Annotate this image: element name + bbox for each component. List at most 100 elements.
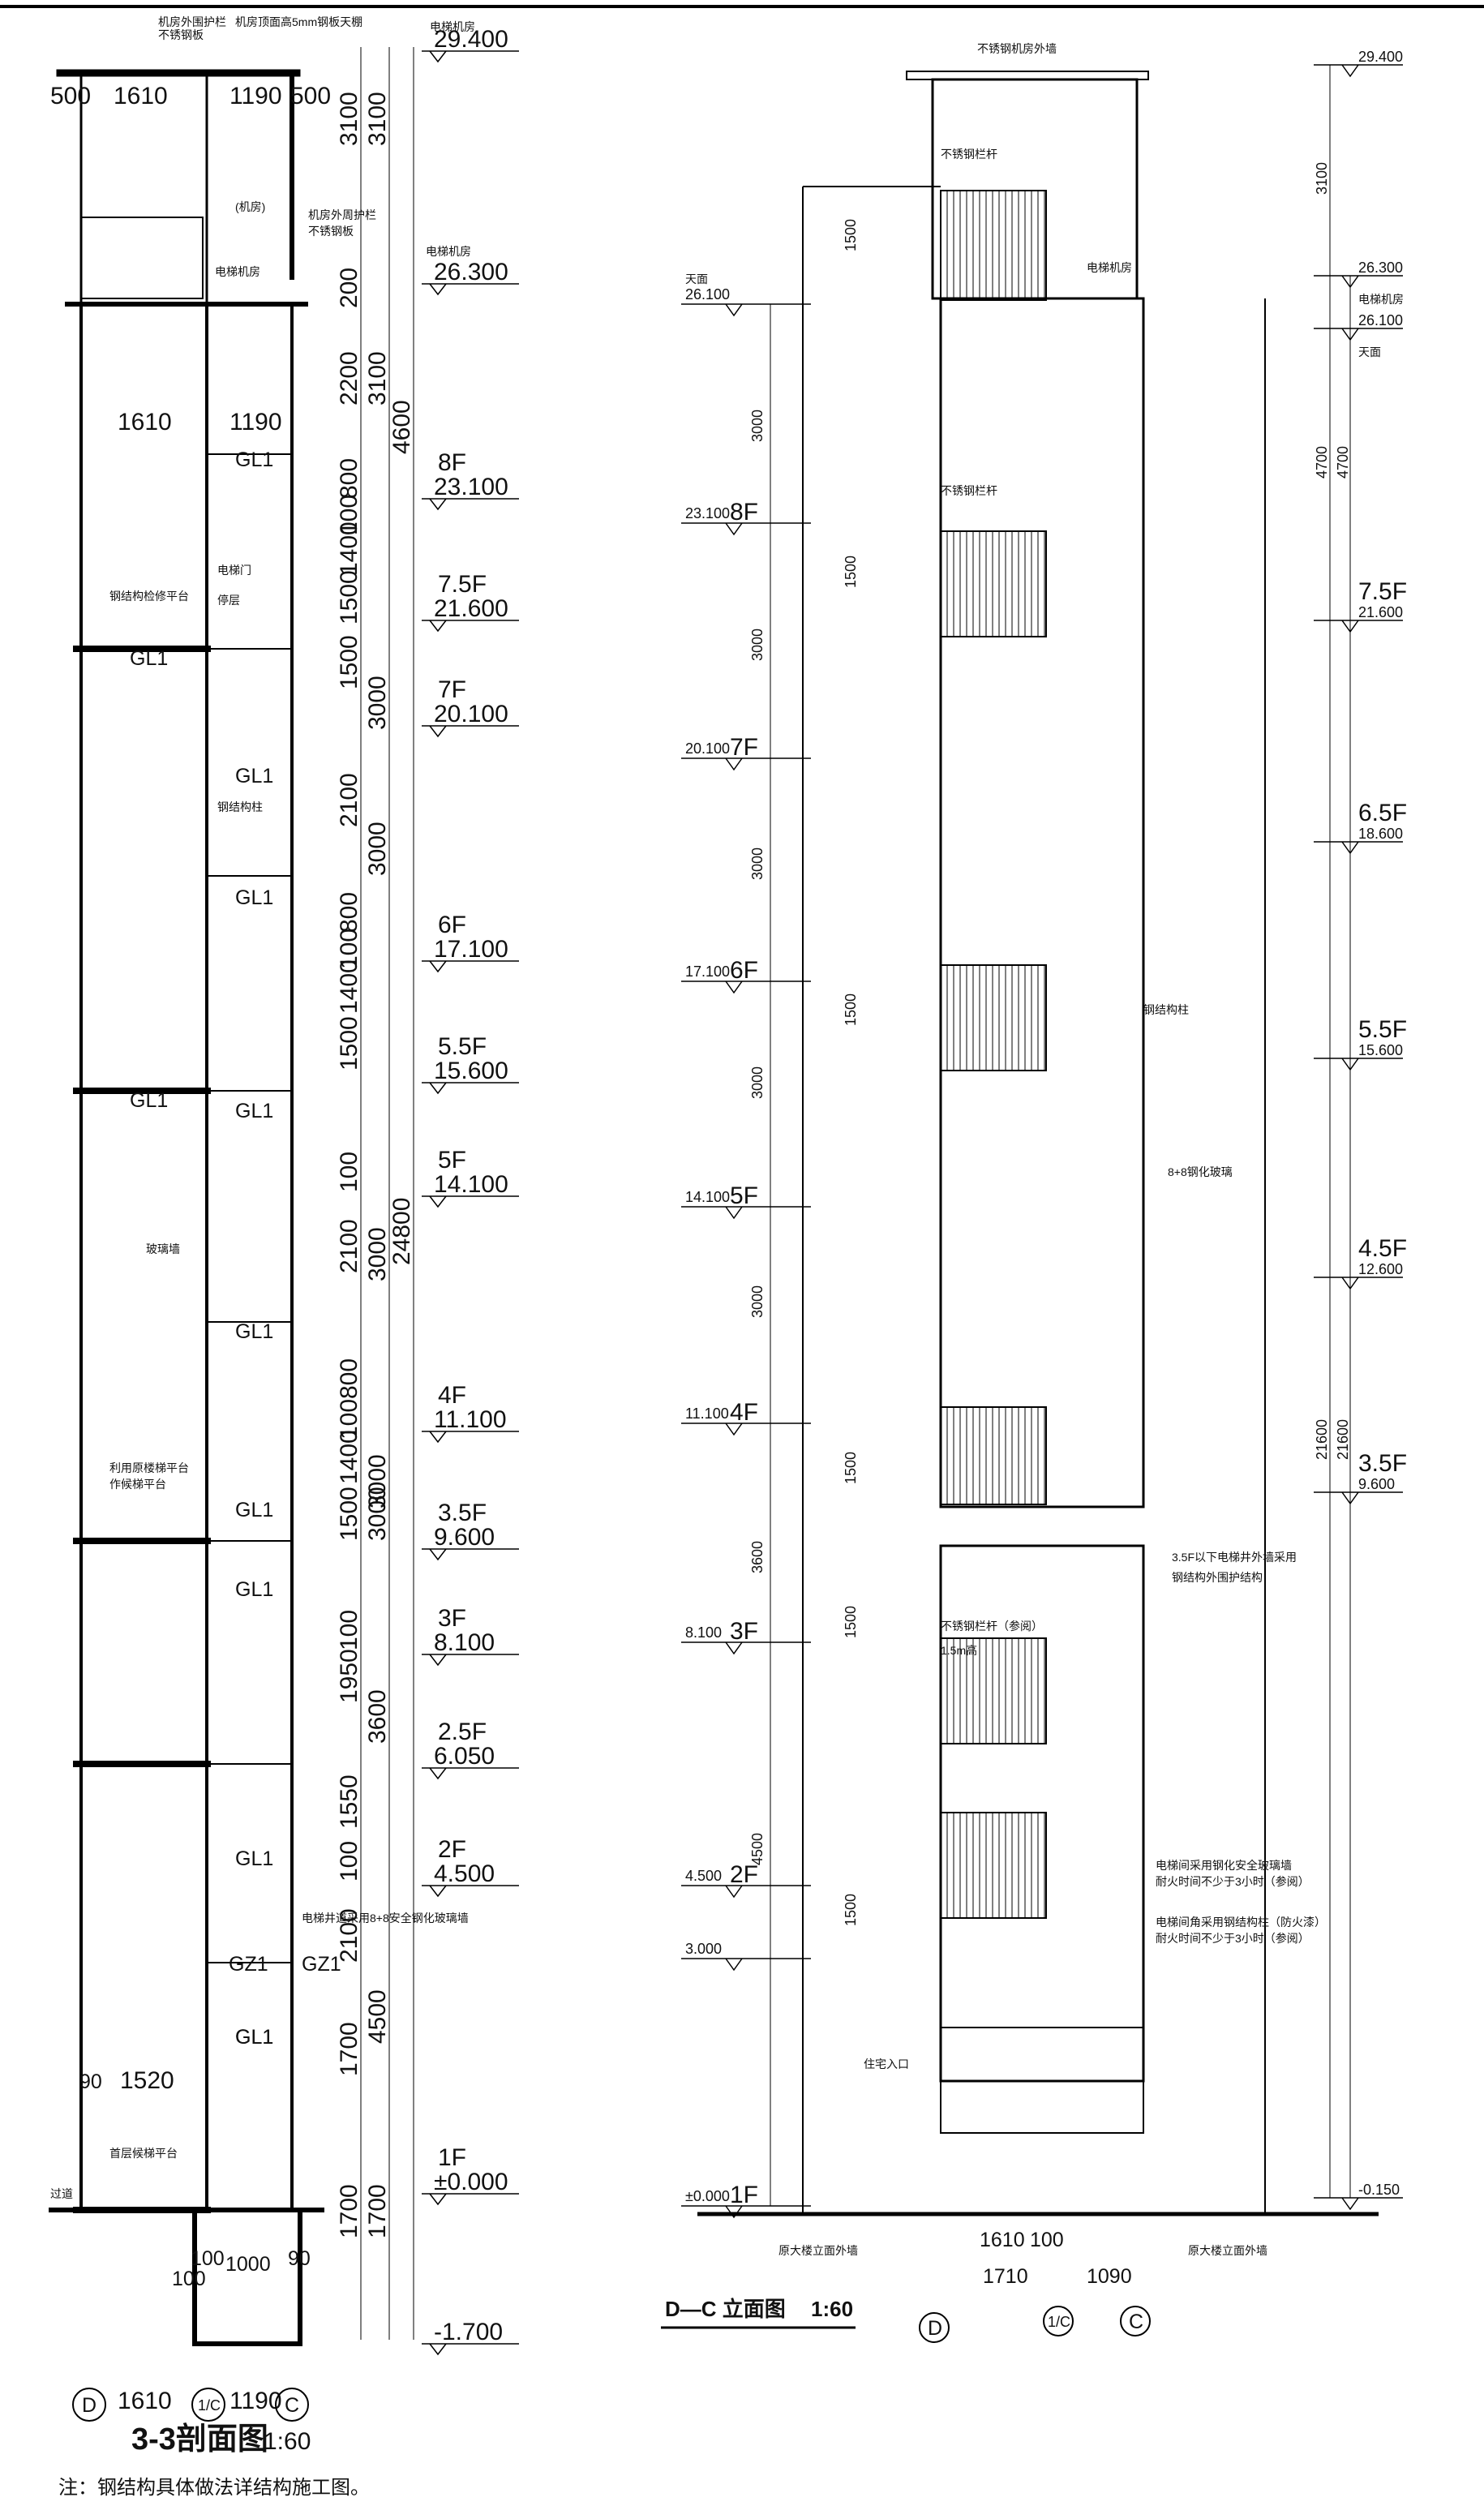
section-level-floor: 7F bbox=[438, 676, 466, 703]
section-dim: 3100 bbox=[336, 92, 362, 146]
elev-note-text: 电梯间采用钢化安全玻璃墙 bbox=[1156, 1859, 1292, 1872]
section-top-note: 不锈钢板 bbox=[158, 28, 204, 41]
elev-note-text: 3.5F以下电梯井外墙采用 bbox=[1172, 1551, 1297, 1564]
elev-level-left-floor: 7F bbox=[730, 734, 758, 761]
section-level-floor: 1F bbox=[438, 2144, 466, 2171]
pit-dim-4: 100 bbox=[172, 2268, 206, 2290]
section-level-elev: 8.100 bbox=[434, 1629, 495, 1656]
elev-dim-railing: 1500 bbox=[843, 1452, 859, 1484]
lower-dim-2: 1520 bbox=[120, 2067, 174, 2094]
elev-level-left-floor: 3F bbox=[730, 1618, 758, 1645]
section-level-floor: 8F bbox=[438, 449, 466, 476]
elevation-railings bbox=[940, 190, 1144, 2134]
top-dim-1: 500 bbox=[50, 83, 91, 109]
lower-dim-1: 90 bbox=[79, 2070, 102, 2093]
elev-level-right-floor: 4.5F bbox=[1358, 1235, 1407, 1262]
section-title-block: 3-3剖面图 1:60 注：钢结构具体做法详结构施工图。 bbox=[58, 2422, 370, 2499]
elev-level-left-floor: 6F bbox=[730, 957, 758, 984]
elev-note-text: 原大楼立面外墙 bbox=[778, 2244, 858, 2257]
elevation-dimension-chain: 3000300030003000300036004500150015001500… bbox=[749, 65, 1351, 2206]
elev-level-right-elev: 15.600 bbox=[1358, 1042, 1403, 1058]
section-dim: 100 bbox=[336, 929, 362, 969]
section-dim: 1400 bbox=[336, 959, 362, 1014]
section-level-floor: 2.5F bbox=[438, 1719, 487, 1745]
section-note-text: 过道 bbox=[50, 2187, 73, 2200]
section-level-tag: 29.400 bbox=[422, 26, 519, 63]
section-member-label: GL1 bbox=[235, 765, 273, 787]
section-title: 3-3剖面图 bbox=[131, 2422, 268, 2457]
pit-dim-3: 90 bbox=[288, 2247, 311, 2270]
elev-level-right-floor: 5.5F bbox=[1358, 1016, 1407, 1043]
elev-level-left-elev: 17.100 bbox=[685, 963, 730, 980]
elev-level-right-note: 电梯机房 bbox=[1358, 293, 1404, 306]
section-level-elev: 17.100 bbox=[434, 936, 508, 963]
upper-dim-2: 1190 bbox=[229, 409, 282, 436]
elev-dim-right: 4700 bbox=[1314, 446, 1330, 478]
elev-dim-left: 3000 bbox=[749, 1066, 766, 1099]
elev-level-right-elev: 29.400 bbox=[1358, 49, 1403, 65]
elev-level-right-elev: 26.300 bbox=[1358, 260, 1403, 276]
section-note-text: 钢结构柱 bbox=[217, 800, 263, 813]
section-level-elev: 11.100 bbox=[434, 1406, 507, 1433]
section-member-label: GZ1 bbox=[229, 1953, 268, 1976]
elev-axis-c: C bbox=[1129, 2311, 1143, 2333]
section-top-note: 机房顶面高5mm钢板天棚 bbox=[235, 15, 362, 28]
section-member-label: GL1 bbox=[235, 448, 273, 471]
section-axis-d: D bbox=[82, 2394, 97, 2417]
elev-note-text: 不锈钢栏杆（参阅） bbox=[941, 1620, 1043, 1633]
section-member-label: GL1 bbox=[235, 1578, 273, 1601]
elev-bottom-dim-2: 100 bbox=[1030, 2229, 1064, 2251]
section-dim: 3100 bbox=[364, 92, 391, 146]
machine-room-railing bbox=[80, 217, 204, 299]
elev-level-right-elev: 18.600 bbox=[1358, 826, 1403, 842]
elev-level-right-floor: 3.5F bbox=[1358, 1450, 1407, 1477]
elev-axis-1c: 1/C bbox=[1048, 2314, 1070, 2330]
section-note-text: 电梯门 bbox=[217, 564, 251, 577]
elev-note-text: 住宅入口 bbox=[864, 2058, 909, 2070]
section-3-3 bbox=[49, 69, 324, 2346]
top-dim-4: 500 bbox=[290, 83, 331, 109]
section-axis-1c: 1/C bbox=[198, 2397, 221, 2414]
section-dim: 1400 bbox=[336, 521, 362, 576]
section-floor-slabs bbox=[73, 303, 292, 2213]
section-level-elev: 29.400 bbox=[434, 26, 508, 53]
section-dim: 1700 bbox=[336, 2184, 362, 2238]
section-level-elev: 9.600 bbox=[434, 1524, 495, 1551]
elev-dim-left: 3000 bbox=[749, 629, 766, 661]
elev-level-left-floor: 8F bbox=[730, 499, 758, 526]
section-level-elev: -1.700 bbox=[434, 2319, 503, 2345]
pit bbox=[192, 2208, 302, 2346]
section-member-label: GZ1 bbox=[302, 1953, 341, 1976]
section-level-elev: 14.100 bbox=[434, 1171, 508, 1198]
elev-note-text: 钢结构柱 bbox=[1143, 1003, 1189, 1016]
elev-dim-left: 4500 bbox=[749, 1833, 766, 1865]
elev-level-left-floor: 4F bbox=[730, 1399, 758, 1426]
top-dim-2: 1610 bbox=[114, 83, 168, 109]
section-level-floor: 7.5F bbox=[438, 571, 487, 598]
elevation-axis-markers: D 1/C C bbox=[919, 2306, 1151, 2343]
section-dimension-chain: 3100200220080010014001500150021008001001… bbox=[336, 47, 415, 2340]
section-dim: 2100 bbox=[336, 1219, 362, 1273]
section-member-label: GL1 bbox=[235, 886, 273, 909]
section-member-label: GL1 bbox=[235, 1100, 273, 1122]
elev-dim-left: 3600 bbox=[749, 1541, 766, 1573]
section-dim: 100 bbox=[336, 1152, 362, 1192]
elev-dim-right: 21600 bbox=[1335, 1419, 1351, 1460]
section-level-tag: 2.5F6.050 bbox=[422, 1719, 519, 1780]
section-note-text: 作候梯平台 bbox=[109, 1478, 166, 1491]
elev-level-left-elev: 20.100 bbox=[685, 740, 730, 757]
section-dim: 200 bbox=[336, 268, 362, 308]
section-scale: 1:60 bbox=[264, 2428, 311, 2455]
section-note-text: 电梯机房 bbox=[215, 265, 260, 278]
section-dim: 1500 bbox=[336, 570, 362, 624]
section-dim: 3000 bbox=[364, 1227, 391, 1281]
section-member-label: GL1 bbox=[130, 1089, 168, 1112]
elev-level-left-elev: 3.000 bbox=[685, 1941, 722, 1957]
